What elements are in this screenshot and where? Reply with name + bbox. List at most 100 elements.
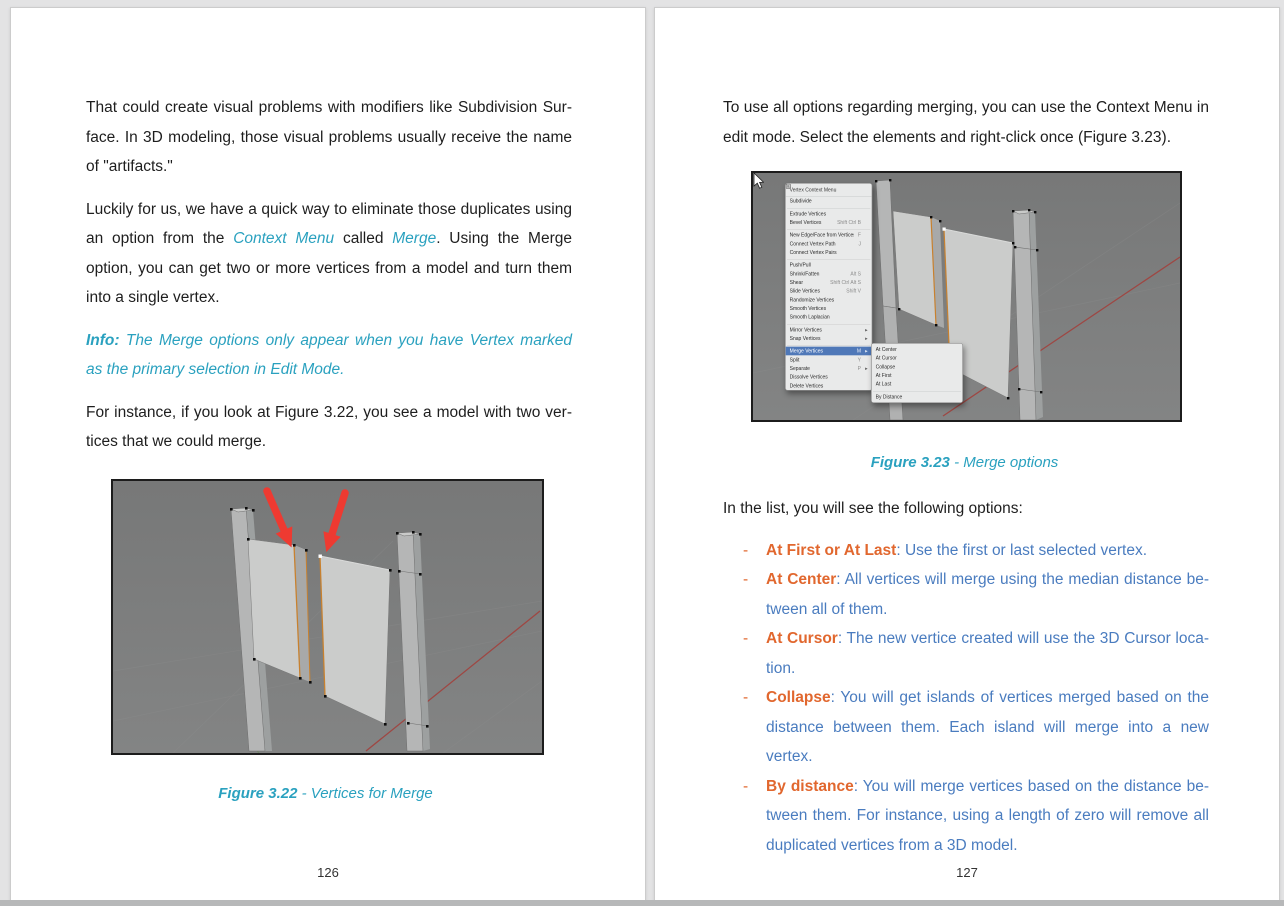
context-menu-item: Mirror Vertices ▸ xyxy=(786,325,872,334)
context-menu-icon xyxy=(785,183,791,189)
context-menu-item: Subdivide xyxy=(786,197,872,206)
context-menu-item: Dissolve Vertices xyxy=(786,373,872,382)
merge-submenu: At Center At Cursor Collapse xyxy=(871,343,963,403)
menu-item-label: Shear xyxy=(789,279,804,286)
context-menu-item: Connect Vertex Pairs xyxy=(786,248,872,257)
option-term: By distance xyxy=(766,777,854,795)
context-menu-item: Split Y xyxy=(786,355,872,364)
menu-item-label: Connect Vertex Pairs xyxy=(789,249,837,256)
paragraph: To use all options regarding merging, yo… xyxy=(723,99,1209,146)
menu-item-label: Delete Vertices xyxy=(789,382,824,389)
context-menu-item: Snap Vertices ▸ xyxy=(786,334,872,343)
menu-item-shortcut: Y xyxy=(857,356,861,363)
submenu-item: Collapse xyxy=(872,362,963,371)
figure-3-22-caption: Figure 3.22 - Vertices for Merge xyxy=(218,785,433,802)
menu-item-shortcut: Alt S xyxy=(850,270,861,277)
merge-option-item: - Collapse: You will get islands of vert… xyxy=(723,683,1209,772)
submenu-item-label: At Center xyxy=(875,346,897,353)
merge-option-item: - At Center: All vertices will merge usi… xyxy=(723,565,1209,624)
submenu-item-label: Collapse xyxy=(875,363,896,370)
option-description: : You will get islands of vertices merge… xyxy=(766,689,1209,765)
menu-item-label: Push/Pull xyxy=(789,262,811,268)
red-arrow-annotations xyxy=(263,487,349,553)
merge-option-item: - At First or At Last: Use the first or … xyxy=(723,536,1209,566)
submenu-arrow-icon: ▸ xyxy=(865,326,868,333)
page-number-right: 127 xyxy=(956,865,978,880)
submenu-arrow-icon: ▸ xyxy=(865,347,868,354)
submenu-item-label: At Cursor xyxy=(875,355,897,361)
submenu-item: At Cursor xyxy=(872,354,963,363)
dash-bullet: - xyxy=(743,777,749,795)
menu-item-shortcut: F xyxy=(857,232,861,238)
dash-bullet: - xyxy=(743,630,749,647)
paragraph: That could create visual problems with m… xyxy=(86,99,572,175)
menu-item-label: Connect Vertex Path xyxy=(789,240,836,247)
merge-options-list: In the list, you will see the following … xyxy=(723,494,1209,860)
selected-vertex-dot xyxy=(942,227,946,231)
mouse-cursor-icon xyxy=(753,173,764,189)
context-menu-item: Separate P ▸ xyxy=(786,364,872,373)
context-menu-item: Connect Vertex Path J xyxy=(786,239,872,248)
menu-item-label: Shrink/Fatten xyxy=(789,270,820,277)
menu-item-label: Dissolve Vertices xyxy=(789,374,828,380)
menu-item-shortcut: Shift Ctrl Alt S xyxy=(830,279,861,286)
context-menu-item-list: Subdivide Extrude Vertices xyxy=(785,197,872,390)
selected-vertex-dot xyxy=(318,554,322,558)
context-menu-item: Push/Pull xyxy=(786,261,872,270)
menu-item-shortcut: Shift Ctrl B xyxy=(837,219,861,226)
list-intro: In the list, you will see the following … xyxy=(723,500,1023,517)
menu-item-label: Mirror Vertices xyxy=(789,326,822,333)
menu-item-label: Extrude Vertices xyxy=(789,210,827,217)
submenu-item-label: At First xyxy=(875,372,892,379)
merge-option-item: - At Cursor: The new vertice created wil… xyxy=(723,624,1209,683)
option-description: : You will merge vertices based on the d… xyxy=(766,777,1209,854)
option-term: At Center xyxy=(766,571,837,588)
submenu-arrow-icon: ▸ xyxy=(865,365,868,372)
paragraph: For instance, if you look at Figure 3.22… xyxy=(86,403,572,451)
option-description: : The new vertice created will use the 3… xyxy=(766,630,1209,677)
book-page-right: To use all options regarding merging, yo… xyxy=(654,7,1280,903)
submenu-item-label: At Last xyxy=(875,381,892,387)
submenu-item: At First xyxy=(872,371,963,380)
menu-item-label: Separate xyxy=(789,365,810,372)
dash-bullet: - xyxy=(743,541,749,559)
submenu-item: At Center xyxy=(872,345,963,354)
menu-item-shortcut: P xyxy=(857,365,861,372)
option-description: : Use the first or last selected vertex. xyxy=(896,541,1148,559)
context-menu-item: Shear Shift Ctrl Alt S xyxy=(786,278,872,287)
menu-item-label: Smooth Vertices xyxy=(789,305,827,312)
merge-reference: Merge xyxy=(392,230,437,247)
merge-option-item: - By distance: You will merge vertices b… xyxy=(723,772,1209,861)
context-menu-item: Bevel Vertices Shift Ctrl B xyxy=(786,218,872,227)
menu-item-label: Bevel Vertices xyxy=(789,219,822,226)
context-menu-item: Smooth Vertices xyxy=(786,304,872,313)
menu-item-label: New Edge/Face from Vertices xyxy=(789,232,854,238)
option-term: Collapse xyxy=(766,689,831,706)
context-menu-reference: Context Menu xyxy=(233,230,335,247)
page-left-body-text: That could create visual problems with m… xyxy=(86,93,572,470)
menu-item-shortcut: J xyxy=(858,240,861,247)
submenu-item-label: By Distance xyxy=(875,393,903,400)
figure-3-23-caption: Figure 3.23 - Merge options xyxy=(870,454,1059,471)
submenu-item-list: At Center At Cursor Collapse xyxy=(872,345,963,401)
context-menu-item: Merge Vertices M ▸ xyxy=(785,346,872,356)
page-right-body-text: To use all options regarding merging, yo… xyxy=(723,93,1209,165)
menu-item-label: Subdivide xyxy=(789,198,812,204)
dash-bullet: - xyxy=(743,689,749,706)
menu-item-label: Split xyxy=(789,356,800,363)
context-menu-title: Vertex Context Menu xyxy=(789,187,837,193)
book-page-left: That could create visual problems with m… xyxy=(10,7,646,903)
viewer-bottom-edge xyxy=(0,900,1284,906)
info-note: Info: The Merge options only appear when… xyxy=(86,331,572,379)
option-term: At Cursor xyxy=(766,630,838,647)
context-menu-item: Randomize Vertices xyxy=(786,295,872,304)
menu-item-label: Slide Vertices xyxy=(789,288,820,294)
figure-3-23-image: Vertex Context Menu Subdivide xyxy=(751,171,1182,422)
option-description: : All vertices will merge using the medi… xyxy=(766,571,1209,618)
context-menu-item: New Edge/Face from Vertices F xyxy=(786,231,872,240)
dash-bullet: - xyxy=(743,571,749,588)
vertex-context-menu: Vertex Context Menu Subdivide xyxy=(785,183,873,391)
menu-item-shortcut: M xyxy=(856,348,861,354)
page-number-left: 126 xyxy=(317,865,339,880)
